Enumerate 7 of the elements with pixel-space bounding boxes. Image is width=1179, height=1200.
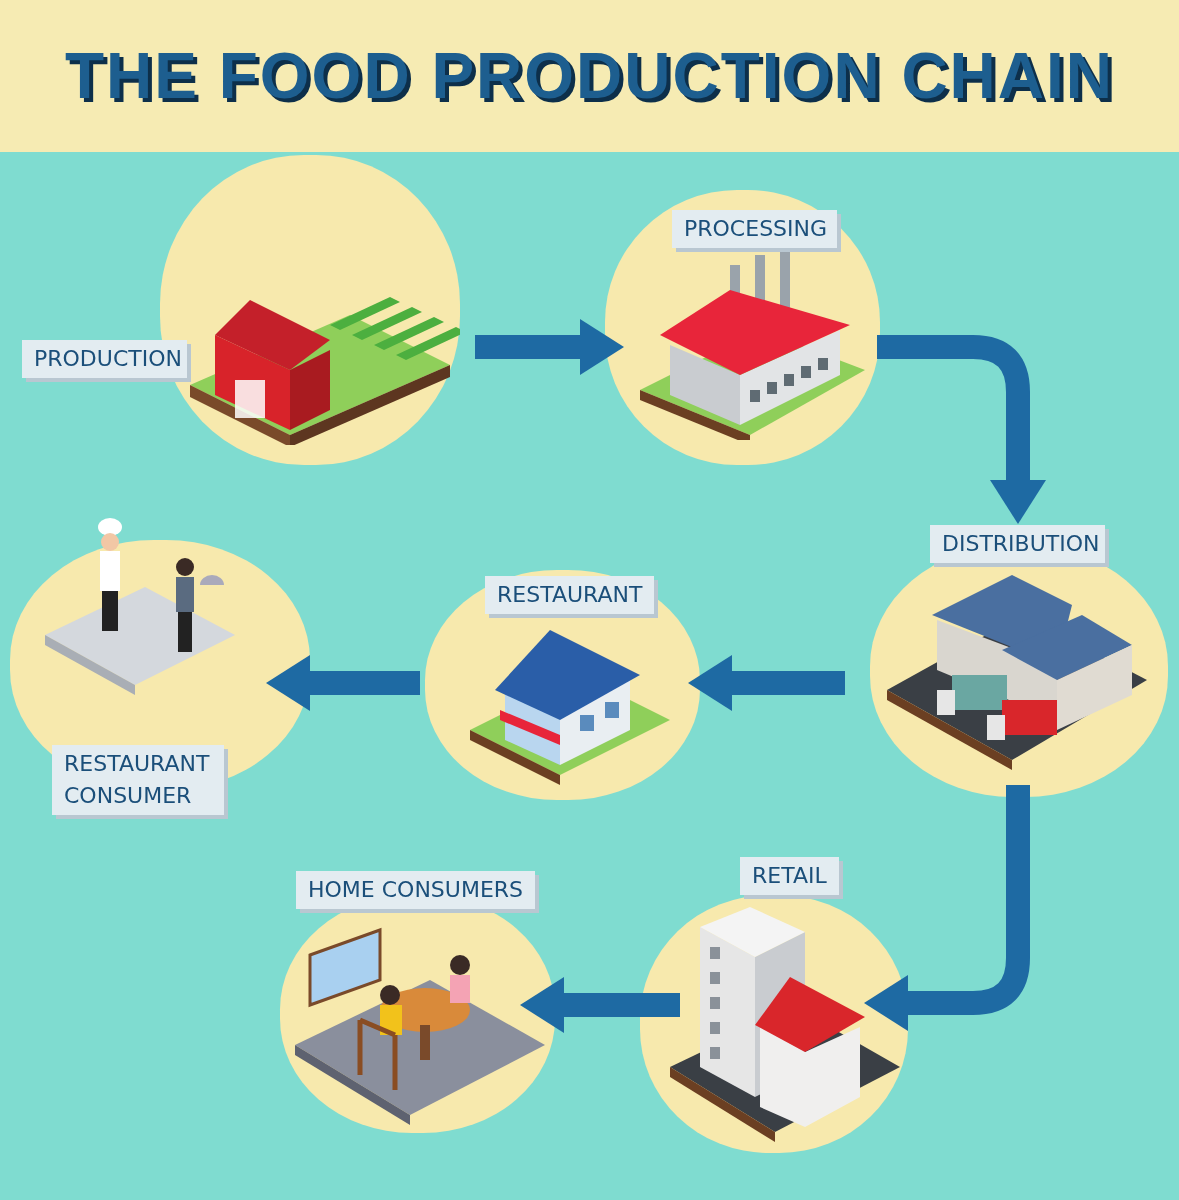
- title: THE FOOD PRODUCTION CHAIN: [64, 39, 1115, 114]
- arrow: [520, 977, 680, 1033]
- arrow: [877, 335, 1046, 524]
- arrow: [475, 319, 624, 375]
- arrow: [266, 655, 420, 711]
- arrow: [688, 655, 845, 711]
- arrow: [864, 785, 1030, 1031]
